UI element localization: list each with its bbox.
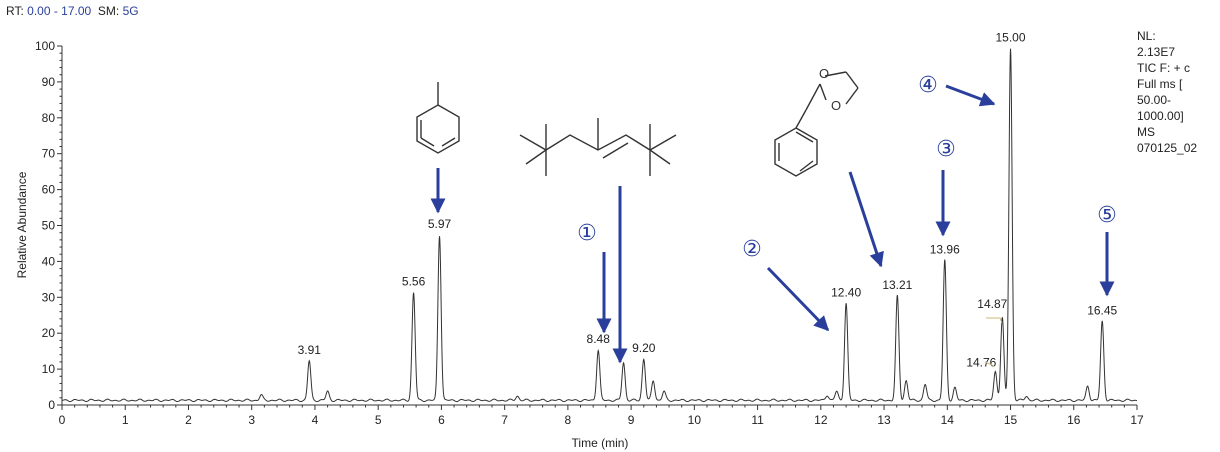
x-tick-label: 7 <box>501 413 508 427</box>
x-axis-title: Time (min) <box>572 436 629 450</box>
info-line: 2.13E7 <box>1137 45 1176 59</box>
peak-label: 16.45 <box>1087 303 1117 317</box>
header-bar: RT: 0.00 - 17.00 SM: 5G <box>6 4 139 18</box>
x-tick-label: 4 <box>312 413 319 427</box>
x-tick-label: 13 <box>877 413 891 427</box>
x-tick-label: 1 <box>122 413 129 427</box>
info-line: 50.00- <box>1137 93 1172 107</box>
y-tick-label: 60 <box>42 183 56 197</box>
x-tick-label: 2 <box>185 413 192 427</box>
peak-label: 15.00 <box>996 31 1026 45</box>
dioxolane-structure <box>774 71 859 177</box>
toluene-structure <box>416 82 460 154</box>
y-tick-label: 90 <box>42 75 56 89</box>
x-tick-label: 5 <box>375 413 382 427</box>
peak-label: 5.97 <box>428 217 452 231</box>
x-tick-label: 16 <box>1067 413 1081 427</box>
y-tick-label: 0 <box>48 398 55 412</box>
x-tick-label: 12 <box>814 413 828 427</box>
leader-line-1476 <box>984 361 995 367</box>
x-tick-label: 17 <box>1130 413 1144 427</box>
scan-info-panel: NL: 2.13E7 TIC F: + c Full ms [ 50.00- 1… <box>1137 28 1197 156</box>
x-tick-label: 10 <box>688 413 702 427</box>
y-tick-label: 40 <box>42 254 56 268</box>
alkene-structure <box>519 118 677 176</box>
x-tick-label: 3 <box>248 413 255 427</box>
y-tick-label: 30 <box>42 290 56 304</box>
sm-label: SM: <box>97 4 120 18</box>
peak-label: 14.76 <box>966 356 996 370</box>
x-tick-label: 8 <box>565 413 572 427</box>
y-tick-label: 20 <box>42 326 56 340</box>
info-line: Full ms [ <box>1137 77 1183 91</box>
chromatogram-trace <box>61 48 1138 403</box>
rt-label: RT: <box>6 4 24 18</box>
marker-3: ③ <box>936 136 956 161</box>
info-line: 070125_02 <box>1137 141 1198 155</box>
rt-value: 0.00 - 17.00 <box>27 4 92 18</box>
y-axis-title: Relative Abundance <box>15 171 29 278</box>
peak-label: 3.91 <box>298 343 322 357</box>
y-tick-label: 70 <box>42 147 56 161</box>
x-tick-label: 11 <box>751 413 764 427</box>
y-tick-label: 80 <box>42 111 56 125</box>
peak-labels: 3.91 5.56 5.97 8.48 9.20 12.40 13.21 13.96 14.76… <box>298 31 1118 370</box>
info-line: TIC F: + c <box>1137 61 1191 75</box>
leader-line-1487 <box>986 317 1003 324</box>
y-tick-label: 50 <box>42 219 56 233</box>
marker-1: ① <box>577 220 597 245</box>
info-line: NL: <box>1137 29 1156 43</box>
x-tick-label: 9 <box>628 413 635 427</box>
arrow-2 <box>766 266 830 332</box>
peak-label: 12.40 <box>831 285 861 299</box>
peak-label: 13.96 <box>930 242 960 256</box>
peak-label: 8.48 <box>587 332 611 346</box>
arrow-4 <box>945 84 996 107</box>
info-line: MS <box>1137 125 1155 139</box>
x-tick-label: 14 <box>941 413 955 427</box>
arrow-dioxolane <box>848 171 884 268</box>
y-tick-label: 100 <box>35 39 55 53</box>
info-line: 1000.00] <box>1137 109 1184 123</box>
x-tick-label: 0 <box>59 413 66 427</box>
x-tick-label: 6 <box>438 413 445 427</box>
x-tick-label: 15 <box>1004 413 1018 427</box>
peak-label: 5.56 <box>402 275 426 289</box>
y-tick-label: 10 <box>42 362 56 376</box>
oxygen-label-2: O <box>831 98 841 113</box>
marker-4: ④ <box>918 72 938 97</box>
peak-label: 9.20 <box>632 341 656 355</box>
y-ticks: 0 10 20 30 40 50 60 70 80 90 100 <box>35 39 62 412</box>
oxygen-label-1: O <box>819 66 829 81</box>
sm-value: 5G <box>122 4 139 18</box>
peak-label: 14.87 <box>977 297 1007 311</box>
marker-2: ② <box>742 236 762 261</box>
peak-label: 13.21 <box>882 278 912 292</box>
marker-5: ⑤ <box>1097 202 1117 227</box>
